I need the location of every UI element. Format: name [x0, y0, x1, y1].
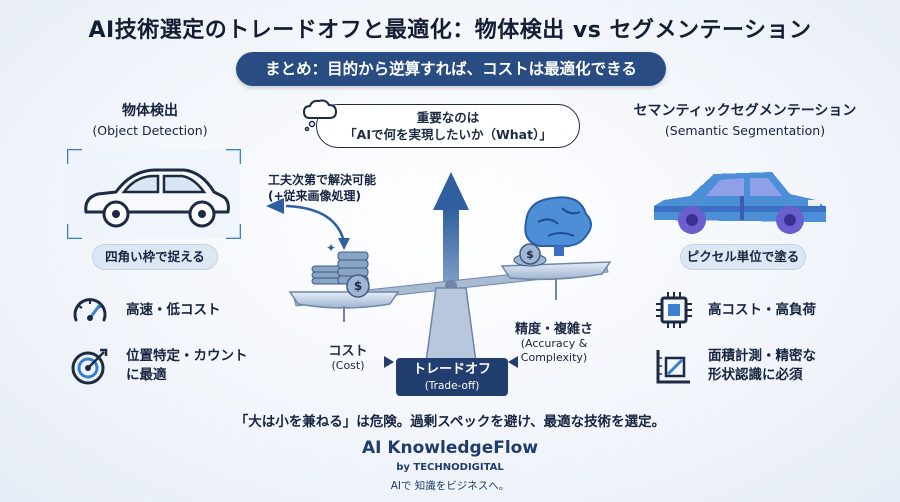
page-title: AI技術選定のトレードオフと最適化：物体検出 vs セグメンテーション — [88, 18, 812, 43]
summary-banner: まとめ：目的から逆算すれば、コストは最適化できる — [236, 52, 666, 86]
left-panel-subtitle: (Object Detection) — [92, 123, 208, 138]
coins-icon: $ ✦ — [311, 241, 370, 298]
right-feature-measure: 面積計測・精密な 形状認識に必須 — [654, 346, 816, 386]
car-bbox-illustration — [67, 149, 241, 239]
curved-arrow-icon — [285, 204, 346, 243]
svg-text:$: $ — [354, 279, 362, 293]
bubble-line1: 重要なのは — [416, 110, 480, 125]
tradeoff-label: トレードオフ — [412, 362, 491, 377]
right-feature-cost-text: 高コスト・高負荷 — [708, 301, 816, 318]
segmented-car-illustration — [654, 172, 826, 234]
brand-by: by TECHNODIGITAL — [396, 462, 504, 473]
accuracy-label: 精度・複雑さ — [514, 322, 593, 337]
left-feature-position-line2: に最適 — [126, 367, 167, 383]
right-panel-title: セマンティックセグメンテーション — [633, 103, 857, 119]
right-pill: ピクセル単位で塗る — [680, 244, 806, 270]
left-pill: 四角い枠で捉える — [92, 244, 218, 270]
car-icon — [84, 168, 230, 228]
cost-label: コスト — [328, 344, 368, 359]
thought-bubble: 重要なのは 「AIで何を実現したいか（What）」 — [316, 104, 580, 148]
tradeoff-box: トレードオフ (Trade-off) — [396, 358, 508, 396]
solution-note: 工夫次第で解決可能 (+従来画像処理) — [268, 172, 398, 204]
ruler-measure-icon — [656, 350, 690, 384]
left-feature-position-line1: 位置特定・カウント — [126, 348, 248, 364]
brain-icon: $ — [513, 196, 592, 267]
right-panel-subtitle: (Semantic Segmentation) — [664, 123, 826, 138]
solution-note-line1: 工夫次第で解決可能 — [268, 173, 377, 187]
right-feature-cost: 高コスト・高負荷 — [654, 292, 816, 328]
cpu-chip-icon — [656, 292, 692, 328]
accuracy-label-group: 精度・複雑さ (Accuracy & Complexity) — [506, 318, 602, 365]
bubble-line2: 「AIで何を実現したいか（What）」 — [344, 127, 552, 142]
left-feature-speed: 高速・低コスト — [70, 292, 221, 328]
right-feature-measure-line1: 面積計測・精密な — [708, 348, 816, 364]
pixel-car-icon — [654, 172, 826, 234]
cost-label-group: コスト (Cost) — [318, 340, 378, 373]
balance-scale-illustration: $ ✦ $ — [266, 172, 612, 368]
svg-text:✦: ✦ — [326, 241, 336, 255]
bottom-message: 「大は小を兼ねる」は危険。過剰スペックを避け、最適な技術を選定。 — [234, 414, 666, 430]
accuracy-sublabel-1: (Accuracy & — [520, 337, 588, 350]
speedometer-icon — [73, 298, 107, 322]
left-feature-position: 位置特定・カウント に最適 — [70, 346, 248, 386]
thought-cloud-icon — [302, 99, 338, 132]
right-feature-measure-line2: 形状認識に必須 — [708, 367, 803, 383]
cost-sublabel: (Cost) — [331, 359, 365, 372]
svg-text:$: $ — [526, 248, 534, 261]
right-panel-header: セマンティックセグメンテーション (Semantic Segmentation) — [620, 100, 870, 138]
brand-name: AI KnowledgeFlow — [361, 438, 539, 458]
accuracy-sublabel-2: Complexity) — [520, 351, 588, 364]
tradeoff-sublabel: (Trade-off) — [424, 380, 480, 392]
target-icon — [71, 348, 108, 385]
left-panel-header: 物体検出 (Object Detection) — [60, 100, 240, 138]
solution-note-line2: (+従来画像処理) — [268, 189, 362, 203]
left-panel-title: 物体検出 — [122, 103, 178, 119]
brand-tagline: AIで 知識をビジネスへ。 — [390, 480, 510, 492]
left-feature-speed-text: 高速・低コスト — [126, 301, 221, 318]
